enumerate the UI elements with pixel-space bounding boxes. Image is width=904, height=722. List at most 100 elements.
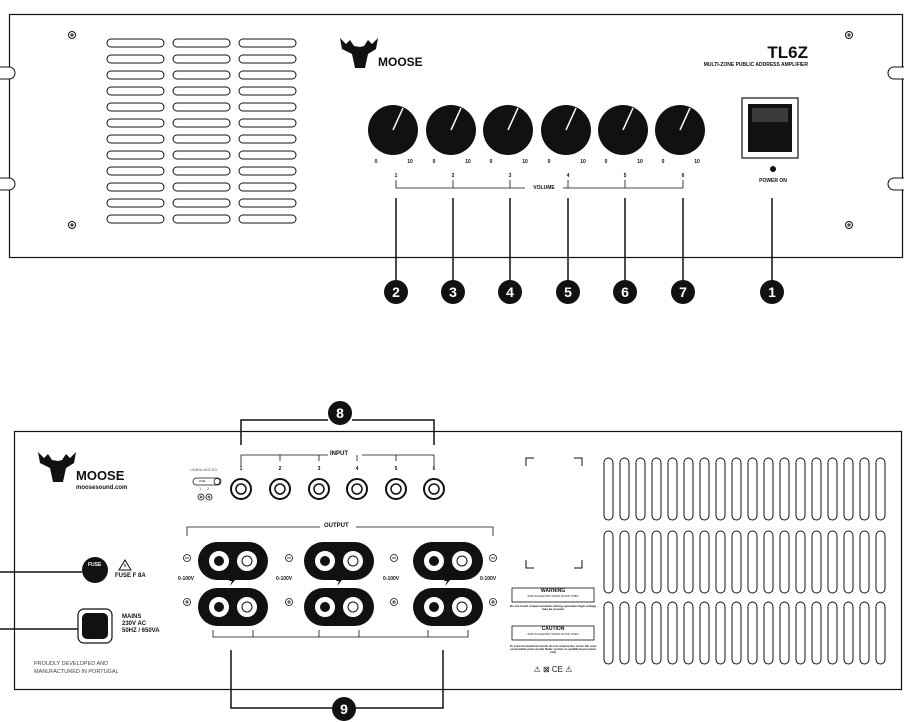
callout-8-lines: [240, 419, 435, 445]
vent-slot: [859, 530, 870, 594]
output-label: OUTPUT: [324, 523, 349, 529]
moose-logo-icon: [38, 452, 76, 482]
knob-min-label: 0: [374, 159, 378, 165]
vent-slot: [699, 457, 710, 521]
volume-label: VOLUME: [533, 185, 555, 191]
one-label: ONE: [199, 479, 206, 483]
vent-slot: [683, 530, 694, 594]
input-channel-label: 6: [432, 466, 436, 472]
callout-badge-5: 5: [556, 280, 580, 304]
input-channel-label: 1: [239, 466, 243, 472]
knob-min-label: 0: [432, 159, 436, 165]
vent-slot: [811, 601, 822, 665]
vent-slot: [603, 530, 614, 594]
knob-min-label: 0: [661, 159, 665, 165]
input-channel-label: 4: [355, 466, 359, 472]
vent-slot: [731, 601, 742, 665]
warning-title: WARNING: [540, 588, 566, 594]
proudly-line-2: MANUFACTURED IN PORTUGAL: [34, 669, 119, 675]
vent-slot: [635, 601, 646, 665]
input-jacks: [230, 478, 445, 500]
callout-badge-9: 9: [332, 697, 356, 721]
channel-label: 2: [451, 173, 455, 179]
output-channel-label: 2: [251, 621, 255, 627]
channel-label: 5: [623, 173, 627, 179]
input-bracket: [240, 454, 435, 466]
vent-slot: [635, 530, 646, 594]
vent-slot: [795, 601, 806, 665]
knob-min-label: 0: [489, 159, 493, 165]
mains-label: MAINS: [122, 614, 142, 620]
vent-slot: [635, 457, 646, 521]
vent-slot: [827, 530, 838, 594]
back-website: moosesound.com: [76, 485, 128, 491]
vent-slot: [651, 530, 662, 594]
vent-slot: [715, 457, 726, 521]
vent-slot: [619, 530, 630, 594]
rack-slot-left-top: [0, 66, 16, 80]
vent-slot: [603, 601, 614, 665]
certification-marks: ⚠ ⊠ CE ⚠: [533, 665, 573, 674]
volume-bracket: [395, 180, 684, 189]
callout-badge-1: 1: [760, 280, 784, 304]
output-channel-label: 5: [426, 621, 430, 627]
channel-label: 6: [681, 173, 685, 179]
voltage-label: 0-100V: [178, 576, 195, 582]
callout-badge-8: 8: [328, 401, 352, 425]
vent-slot: [875, 601, 886, 665]
callout-badge-6: 6: [613, 280, 637, 304]
callout-badge-7: 7: [671, 280, 695, 304]
vent-slot: [779, 601, 790, 665]
vent-slot: [747, 457, 758, 521]
back-vent-grille: [603, 457, 886, 665]
front-callout-lines: [395, 198, 773, 290]
voltage-label: 0-100V: [276, 576, 293, 582]
vent-slot: [795, 530, 806, 594]
vent-slot: [843, 601, 854, 665]
input-channel-label: 3: [317, 466, 321, 472]
switch-position: 2: [207, 486, 210, 491]
warning-sub: RISK OF ELECTRIC SHOCK DO NOT OPEN: [527, 595, 579, 598]
vent-slot: [779, 457, 790, 521]
high-voltage-icon: [229, 576, 450, 586]
switch-position: 1: [199, 486, 202, 491]
knob-min-label: 0: [604, 159, 608, 165]
callout-9-lines: [230, 650, 444, 709]
input-channel-label: 2: [278, 466, 282, 472]
rack-slot-left-bottom: [0, 177, 16, 191]
output-channel-label: 3: [317, 621, 321, 627]
output-channel-label: 4: [357, 621, 361, 627]
output-bracket: [186, 526, 494, 536]
vent-slot: [747, 530, 758, 594]
front-vent-grille: [106, 38, 297, 224]
input-channel-label: 5: [394, 466, 398, 472]
channel-label: 1: [394, 173, 398, 179]
warning-box: [511, 587, 595, 603]
vent-slot: [763, 601, 774, 665]
mains-rating: 50HZ / 650VA: [122, 628, 160, 634]
vent-slot: [603, 457, 614, 521]
fuse-word: FUSE: [88, 562, 102, 568]
warning-icon: [118, 559, 132, 571]
vent-slot: [619, 601, 630, 665]
callout-badge-4: 4: [498, 280, 522, 304]
knob-max-label: 10: [637, 159, 643, 165]
vent-slot: [683, 601, 694, 665]
vent-slot: [699, 530, 710, 594]
knob-max-label: 10: [407, 159, 413, 165]
vent-slot: [683, 457, 694, 521]
channel-label: 4: [566, 173, 570, 179]
output-channel-bracket: [212, 630, 469, 638]
vent-slot: [731, 457, 742, 521]
fuse-label: FUSE F 8A: [115, 573, 146, 579]
front-model: TL6Z: [767, 43, 808, 62]
vent-slot: [763, 457, 774, 521]
vent-slot: [715, 530, 726, 594]
caution-sub: RISK OF ELECTRIC SHOCK DO NOT OPEN: [527, 633, 579, 636]
polarity-icons: [183, 554, 497, 606]
knob-max-label: 10: [522, 159, 528, 165]
vent-slot: [827, 601, 838, 665]
label-area-corners: [525, 457, 583, 569]
knob-max-label: 10: [465, 159, 471, 165]
